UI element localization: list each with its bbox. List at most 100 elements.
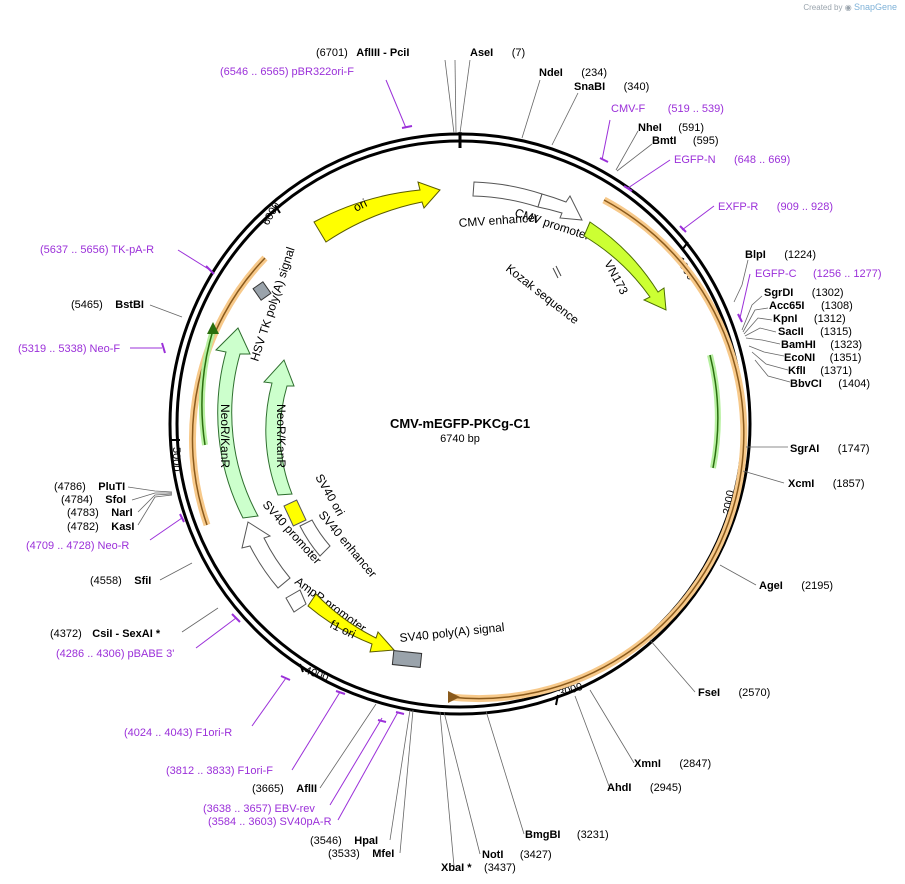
primer-lines — [130, 79, 751, 821]
site-ahdi: AhdI (2945) — [607, 778, 682, 795]
primer-mark-neor — [179, 513, 185, 523]
leader-noti — [443, 711, 481, 855]
primer-mark-pbr322 — [401, 125, 413, 129]
primer-line-pbr322 — [385, 79, 407, 129]
site-kpni-pos: (1312) — [814, 313, 846, 325]
primer-egfpn-name: EGFP-N — [674, 154, 716, 166]
site-bmti: BmtI (595) — [652, 131, 719, 148]
tick-label-5000: 5000 — [170, 447, 182, 471]
primer-line-ebvrev — [329, 717, 383, 806]
primer-line-neor — [149, 517, 183, 541]
site-sfii: (4558) SfiI — [90, 571, 151, 588]
site-csii: (4372) CsiI - SexAI * — [50, 624, 161, 641]
leader-econi — [748, 345, 785, 357]
snapgene-logo-icon: ◉ — [844, 3, 852, 12]
primer-line-egfpc — [739, 273, 751, 319]
site-fsei: FseI (2570) — [698, 683, 770, 700]
site-nari-name: NarI — [111, 507, 132, 519]
leader-xcmi — [742, 470, 785, 484]
primer-line-pbabe — [195, 617, 237, 649]
primer-line-tkpar — [177, 249, 211, 271]
site-xmni-name: XmnI — [634, 758, 661, 770]
site-sacii: SacII (1315) — [778, 322, 852, 339]
primer-mark-egfpc — [737, 313, 743, 323]
primer-mark-egfpn — [623, 185, 633, 192]
site-asei: AseI (7) — [470, 43, 525, 60]
primer-mark-f1orir — [280, 675, 291, 681]
site-aflii: (3665) AflII — [252, 779, 317, 796]
neor-inner-feature — [262, 359, 295, 496]
site-bmgbi-name: BmgBI — [525, 829, 560, 841]
site-hpai-name: HpaI — [354, 835, 378, 847]
site-sfoi: (4784) SfoI — [61, 490, 126, 507]
leader-ahdi — [574, 695, 610, 787]
tick-4000 — [299, 663, 304, 673]
site-kpni: KpnI (1312) — [773, 309, 846, 326]
site-econi: EcoNI (1351) — [784, 348, 861, 365]
leader-nari — [137, 493, 173, 513]
site-sgrai-pos: (1747) — [838, 443, 870, 455]
cmv-enhancer-label: CMV enhancer — [458, 210, 539, 230]
site-afliii-pos: (6701) — [316, 47, 348, 59]
primer-cmvf: CMV-F (519 .. 539) — [611, 99, 724, 116]
leader-kpni — [743, 317, 773, 335]
site-snabi-name: SnaBI — [574, 81, 605, 93]
cmv-enhancer-feature — [472, 181, 543, 208]
site-mfei-name: MfeI — [372, 848, 394, 860]
site-xmni: XmnI (2847) — [634, 754, 711, 771]
cmv-promoter-feature — [537, 193, 583, 221]
primer-cmvf-name: CMV-F — [611, 103, 646, 115]
primer-f1orir: (4024 .. 4043) F1ori-R — [124, 727, 232, 739]
primer-exfpr: EXFP-R (909 .. 928) — [718, 197, 833, 214]
site-snabi-pos: (340) — [624, 81, 650, 93]
site-acc65i: Acc65I (1308) — [769, 296, 853, 313]
primer-cmvf-range: (519 .. 539) — [668, 103, 724, 115]
leader-mfei — [399, 709, 414, 854]
leader-sacii — [744, 327, 777, 337]
site-snabi: SnaBI (340) — [574, 77, 649, 94]
neo-orange-arc-line — [191, 257, 266, 526]
leader-kfli — [751, 351, 789, 371]
site-bmgbi: BmgBI (3231) — [525, 825, 609, 842]
sv40-promoter-feature — [241, 521, 291, 589]
site-acc65i-name: Acc65I — [769, 300, 804, 312]
ori-label-path: ori — [351, 196, 369, 215]
neor-inner-label: NeoR/KanR — [274, 404, 288, 468]
leader-xmni — [589, 689, 635, 764]
sv40-polya-box — [391, 650, 423, 668]
site-bmgbi-pos: (3231) — [577, 829, 609, 841]
primer-mark-tkpar — [205, 265, 215, 275]
credit-brand: SnapGene — [853, 2, 897, 12]
site-fsei-name: FseI — [698, 687, 720, 699]
site-sgrdi-pos: (1302) — [812, 287, 844, 299]
site-ndei-name: NdeI — [539, 67, 563, 79]
site-bstbi-name: BstBI — [115, 299, 144, 311]
plasmid-name: CMV-mEGFP-PKCg-C1 — [390, 416, 530, 431]
site-kasi: (4782) KasI — [67, 517, 135, 534]
site-nhei-name: NheI — [638, 122, 662, 134]
primer-line-exfpr — [681, 205, 715, 231]
site-bbvci-name: BbvCI — [790, 378, 822, 390]
primer-mark-neof — [161, 342, 166, 354]
site-bmti-pos: (595) — [693, 135, 719, 147]
sv40-enhancer-feature — [299, 519, 331, 557]
site-mfei: (3533) MfeI — [328, 844, 394, 861]
tick-6000 — [274, 204, 281, 214]
site-blpi-name: BlpI — [745, 249, 766, 261]
tick-3000 — [555, 694, 559, 706]
site-noti-pos: (3427) — [520, 849, 552, 861]
site-noti-name: NotI — [482, 849, 503, 861]
egfp-arrowhead — [448, 691, 460, 703]
primer-mark-ebvrev — [377, 719, 387, 723]
site-sfii-pos: (4558) — [90, 575, 122, 587]
primer-mark-sv40par — [395, 711, 405, 715]
site-sfii-name: SfiI — [134, 575, 151, 587]
leader-pcii — [454, 59, 457, 134]
site-leader-lines — [127, 59, 791, 867]
site-csii-name: CsiI - SexAI * — [92, 628, 161, 640]
leader-blpi — [733, 259, 749, 303]
leader-sgrdi — [741, 295, 763, 331]
site-pluti-pos: (4786) — [54, 481, 86, 493]
leader-xbai — [439, 711, 455, 867]
